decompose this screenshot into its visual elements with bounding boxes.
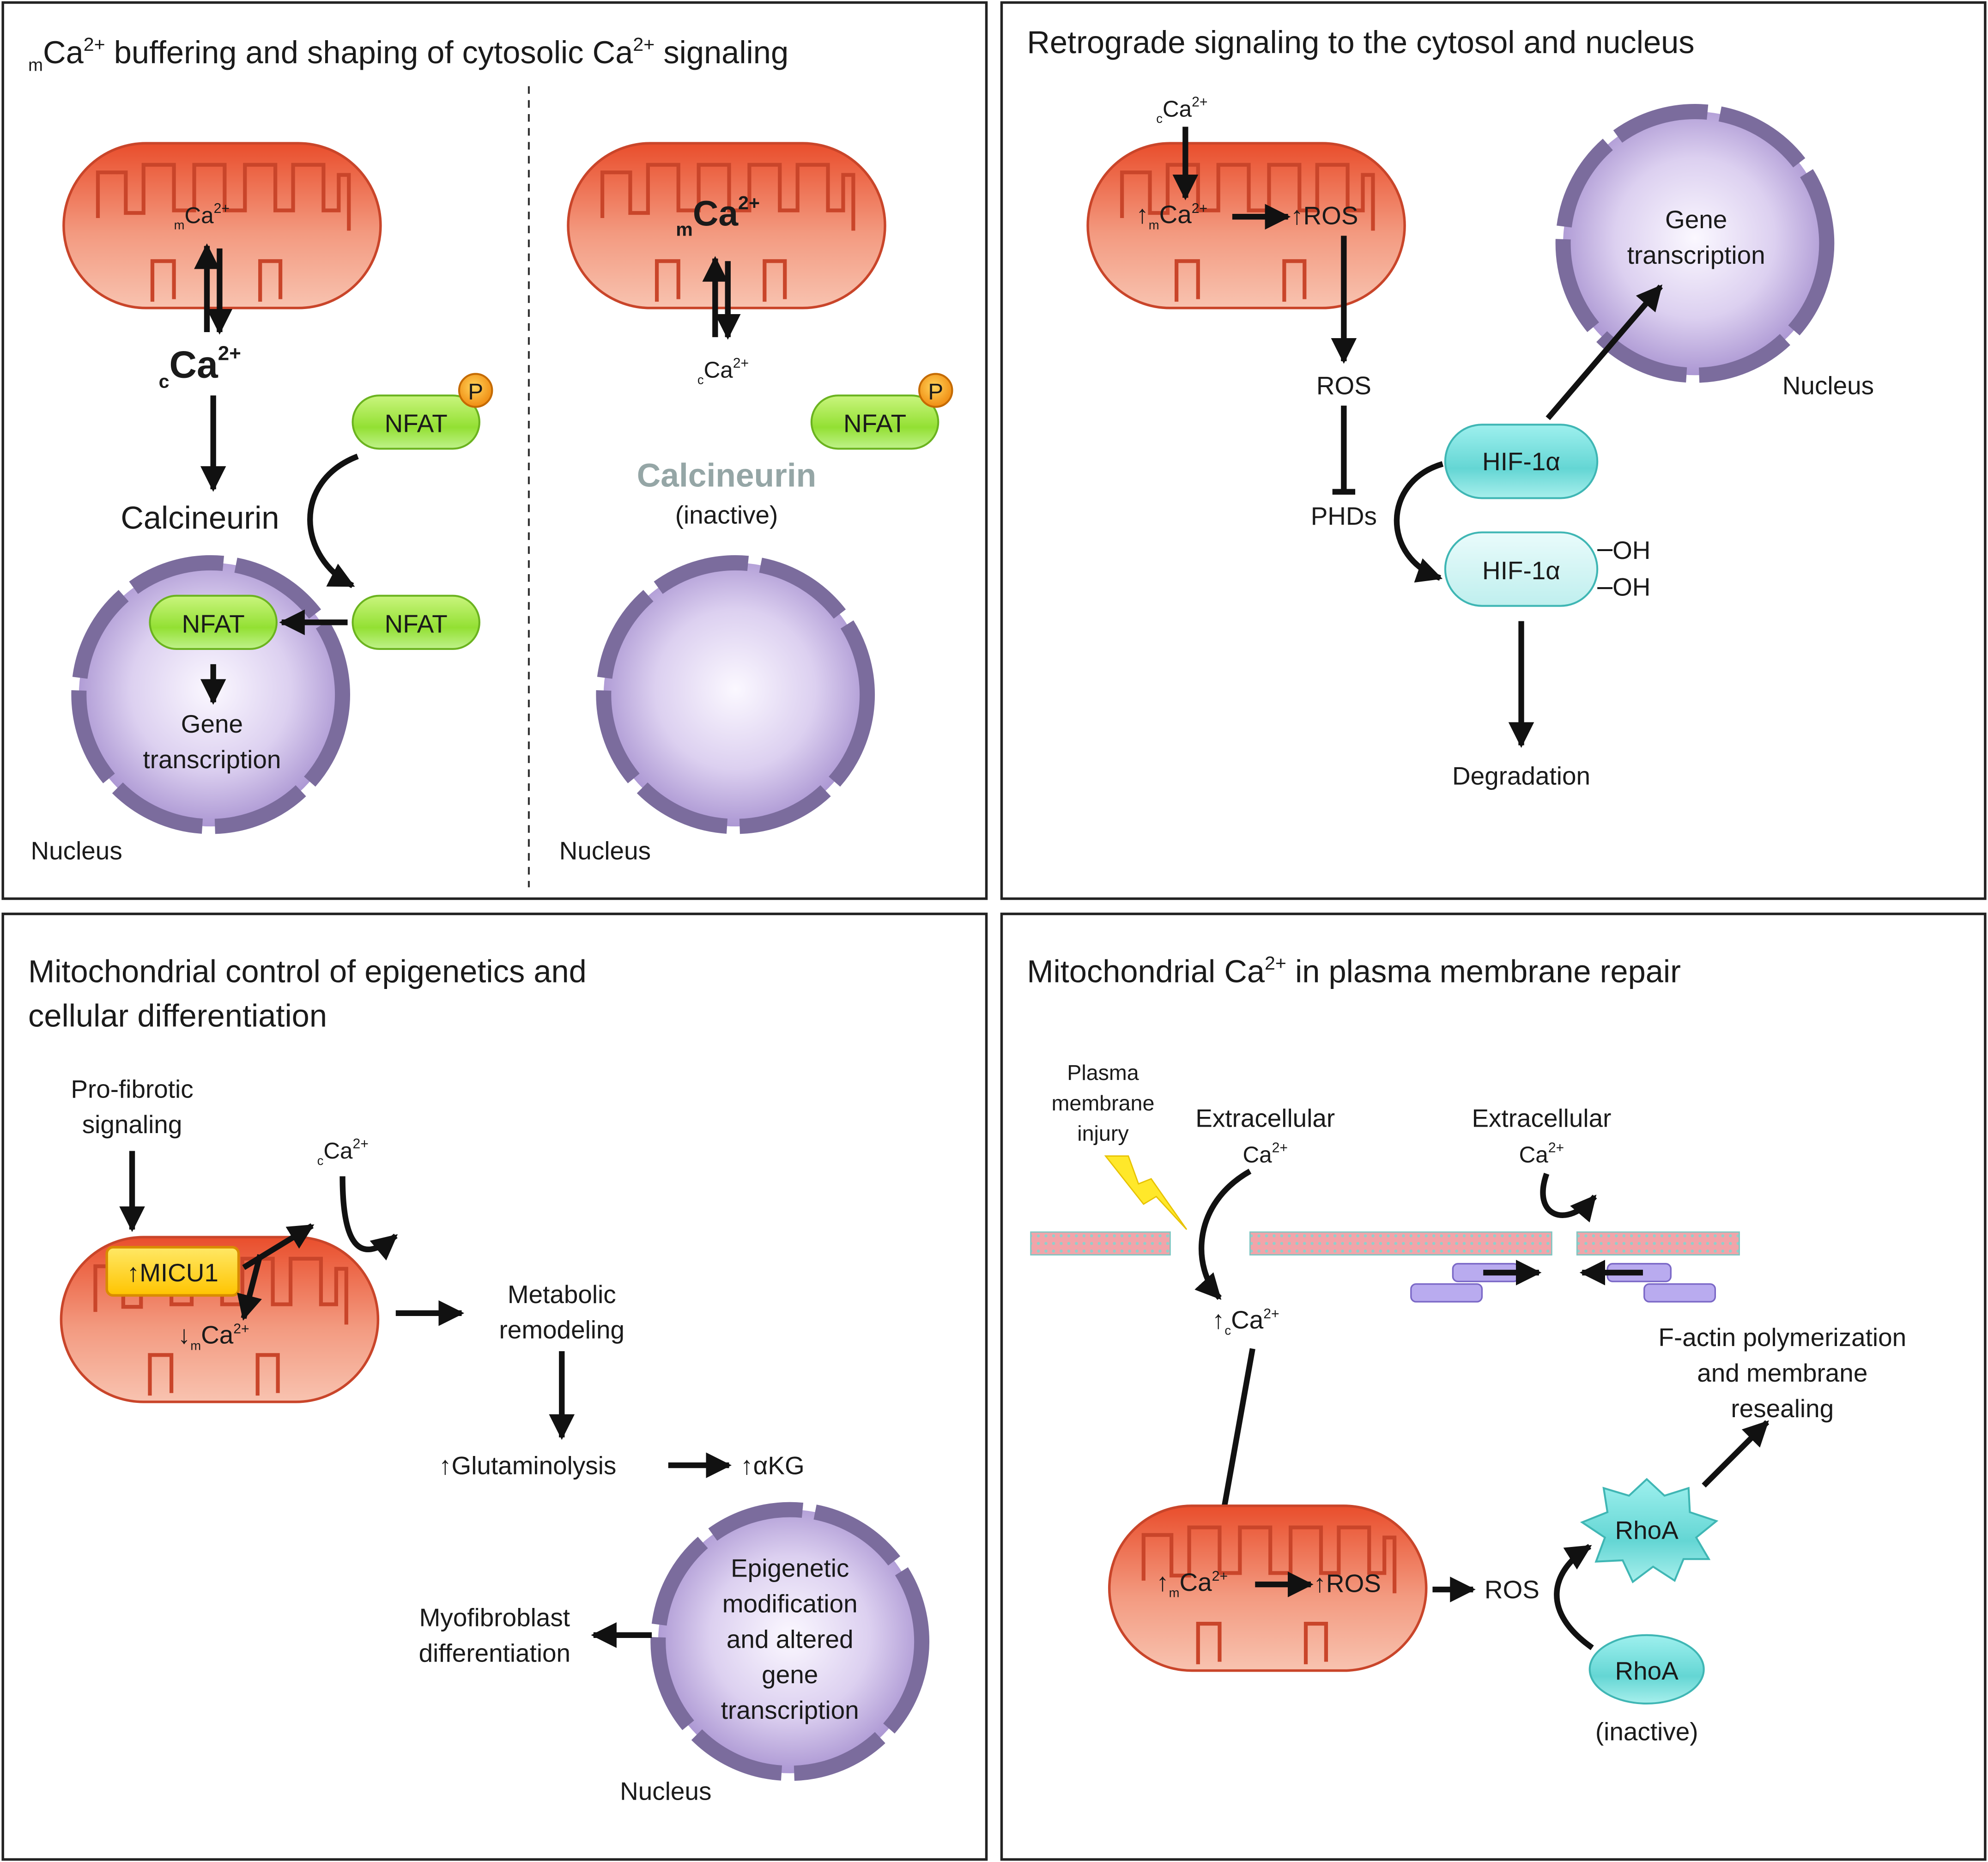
epigenetic-line3: and altered xyxy=(727,1625,854,1653)
cytosolic-calcium-p3: cCa2+ xyxy=(317,1136,369,1168)
arrow-ca-efflux-curve xyxy=(1540,1172,1597,1223)
arrow-ca-influx-reduced xyxy=(237,1254,263,1321)
glutaminolysis-label: ↑Glutaminolysis xyxy=(439,1451,616,1480)
svg-text:RhoA: RhoA xyxy=(1615,1656,1679,1685)
metabolic-line1: Metabolic xyxy=(508,1280,616,1309)
svg-text:↑MICU1: ↑MICU1 xyxy=(127,1258,218,1287)
epigenetic-line2: modification xyxy=(722,1589,858,1618)
arrow-ca-cytosol-curve xyxy=(339,1176,398,1261)
arrow-rhoa-activation xyxy=(1554,1544,1594,1650)
panel-4-title: Mitochondrial Ca2+ in plasma membrane re… xyxy=(1027,952,1681,989)
svg-text:P: P xyxy=(468,379,483,404)
inactive-label: (inactive) xyxy=(675,500,778,529)
svg-text:P: P xyxy=(928,379,943,404)
mito-calcium-increase: ↑mCa2+ xyxy=(1136,200,1207,232)
membrane-vesicles xyxy=(1410,1263,1716,1303)
phds-label: PHDs xyxy=(1311,502,1377,530)
factin-line2: and membrane xyxy=(1697,1359,1867,1387)
arrow-hif-to-nucleus xyxy=(1546,284,1663,420)
mito-calcium-label-bold: mCa2+ xyxy=(676,192,760,240)
panel-2-title: Retrograde signaling to the cytosol and … xyxy=(1027,24,1694,60)
cytosolic-calcium-label-right: cCa2+ xyxy=(697,356,749,387)
nucleus-right xyxy=(604,563,867,826)
svg-text:HIF-1α: HIF-1α xyxy=(1482,556,1560,585)
ros-label: ROS xyxy=(1316,371,1371,400)
gene-transcription-line2-p2: transcription xyxy=(1627,241,1765,269)
epigenetic-line5: transcription xyxy=(721,1696,859,1724)
nfat-cytosol: NFAT xyxy=(352,594,480,650)
epigenetic-line1: Epigenetic xyxy=(731,1554,849,1583)
factin-line1: F-actin polymerization xyxy=(1658,1323,1906,1352)
degradation-label: Degradation xyxy=(1452,762,1590,790)
arrow-to-factin xyxy=(1702,1420,1770,1488)
nucleus-label-p3: Nucleus xyxy=(620,1777,711,1806)
factin-line3: resealing xyxy=(1731,1394,1834,1423)
cytosolic-calcium-label: cCa2+ xyxy=(159,342,241,392)
calcineurin-inactive-label: Calcineurin xyxy=(637,457,816,494)
myofibroblast-line1: Myofibroblast xyxy=(419,1603,570,1632)
extracellular-1-line1: Extracellular xyxy=(1195,1104,1335,1132)
nfat-phosphorylated-right: NFAT P xyxy=(810,373,953,450)
arrow-ca-influx xyxy=(1194,1169,1252,1300)
rhoa-inactive: RhoA xyxy=(1588,1634,1705,1705)
lightning-icon xyxy=(1104,1155,1188,1230)
metabolic-line2: remodeling xyxy=(499,1316,624,1344)
injury-line1: Plasma xyxy=(1067,1061,1139,1085)
ros-label-p4: ROS xyxy=(1485,1575,1539,1604)
micu1-box: ↑MICU1 xyxy=(105,1246,240,1297)
gene-transcription-line1: Gene xyxy=(181,710,243,738)
gene-transcription-line1-p2: Gene xyxy=(1665,205,1727,234)
injury-line2: membrane xyxy=(1052,1091,1155,1115)
svg-text:NFAT: NFAT xyxy=(843,409,906,438)
cytosolic-calcium-input: cCa2+ xyxy=(1156,94,1207,126)
nucleus-label-right: Nucleus xyxy=(559,836,651,865)
nucleus-label-left: Nucleus xyxy=(31,836,122,865)
mito-calcium-label: mCa2+ xyxy=(174,201,230,232)
svg-text:OH: OH xyxy=(1612,573,1650,601)
panel-3-title-line2: cellular differentiation xyxy=(28,998,327,1034)
svg-text:NFAT: NFAT xyxy=(182,609,245,638)
svg-text:NFAT: NFAT xyxy=(385,609,448,638)
nfat-nucleus: NFAT xyxy=(149,594,278,650)
panel-1-frame xyxy=(1,1,988,900)
rhoa-active: RhoA xyxy=(1580,1478,1719,1583)
panel-2-frame xyxy=(1000,1,1987,900)
rhoa-inactive-label: (inactive) xyxy=(1595,1717,1698,1746)
akg-label: ↑αKG xyxy=(740,1451,804,1480)
svg-text:RhoA: RhoA xyxy=(1615,1516,1679,1544)
calcineurin-label: Calcineurin xyxy=(121,500,279,535)
profibrotic-line1: Pro-fibrotic xyxy=(71,1074,193,1103)
svg-text:HIF-1α: HIF-1α xyxy=(1482,447,1560,476)
injury-line3: injury xyxy=(1077,1122,1129,1146)
arrow-hif-hydroxylation xyxy=(1394,461,1444,583)
cytosolic-calcium-increase: ↑cCa2+ xyxy=(1212,1305,1279,1338)
panel-3-title-line1: Mitochondrial control of epigenetics and xyxy=(28,954,587,989)
panel-3-frame xyxy=(1,912,988,1861)
svg-text:OH: OH xyxy=(1612,536,1650,564)
ros-increase: ↑ROS xyxy=(1291,201,1358,230)
svg-text:NFAT: NFAT xyxy=(385,409,448,438)
arrow-ca-efflux xyxy=(242,1223,315,1270)
arrow-dephosphorylation xyxy=(307,454,359,588)
mito-calcium-decrease: ↓mCa2+ xyxy=(178,1321,249,1353)
extracellular-1-line2: Ca2+ xyxy=(1242,1140,1288,1167)
epigenetic-line4: gene xyxy=(762,1660,818,1689)
plasma-membrane xyxy=(1030,1231,1740,1255)
gene-transcription-line2: transcription xyxy=(143,745,281,774)
extracellular-2-line1: Extracellular xyxy=(1472,1104,1611,1132)
myofibroblast-line2: differentiation xyxy=(419,1638,570,1667)
panel-1-title: mCa2+ buffering and shaping of cytosolic… xyxy=(28,34,788,75)
hif1a-stable: HIF-1α xyxy=(1444,424,1599,499)
extracellular-2-line2: Ca2+ xyxy=(1519,1140,1564,1167)
profibrotic-line2: signaling xyxy=(82,1110,182,1139)
ros-increase-p4: ↑ROS xyxy=(1313,1569,1381,1598)
nfat-phosphorylated: NFAT P xyxy=(352,373,493,450)
panel-4-frame xyxy=(1000,912,1987,1861)
nucleus-label-p2: Nucleus xyxy=(1782,371,1874,400)
mito-calcium-increase-p4: ↑mCa2+ xyxy=(1156,1568,1228,1600)
hif1a-hydroxylated: HIF-1α OH OH xyxy=(1444,531,1650,607)
